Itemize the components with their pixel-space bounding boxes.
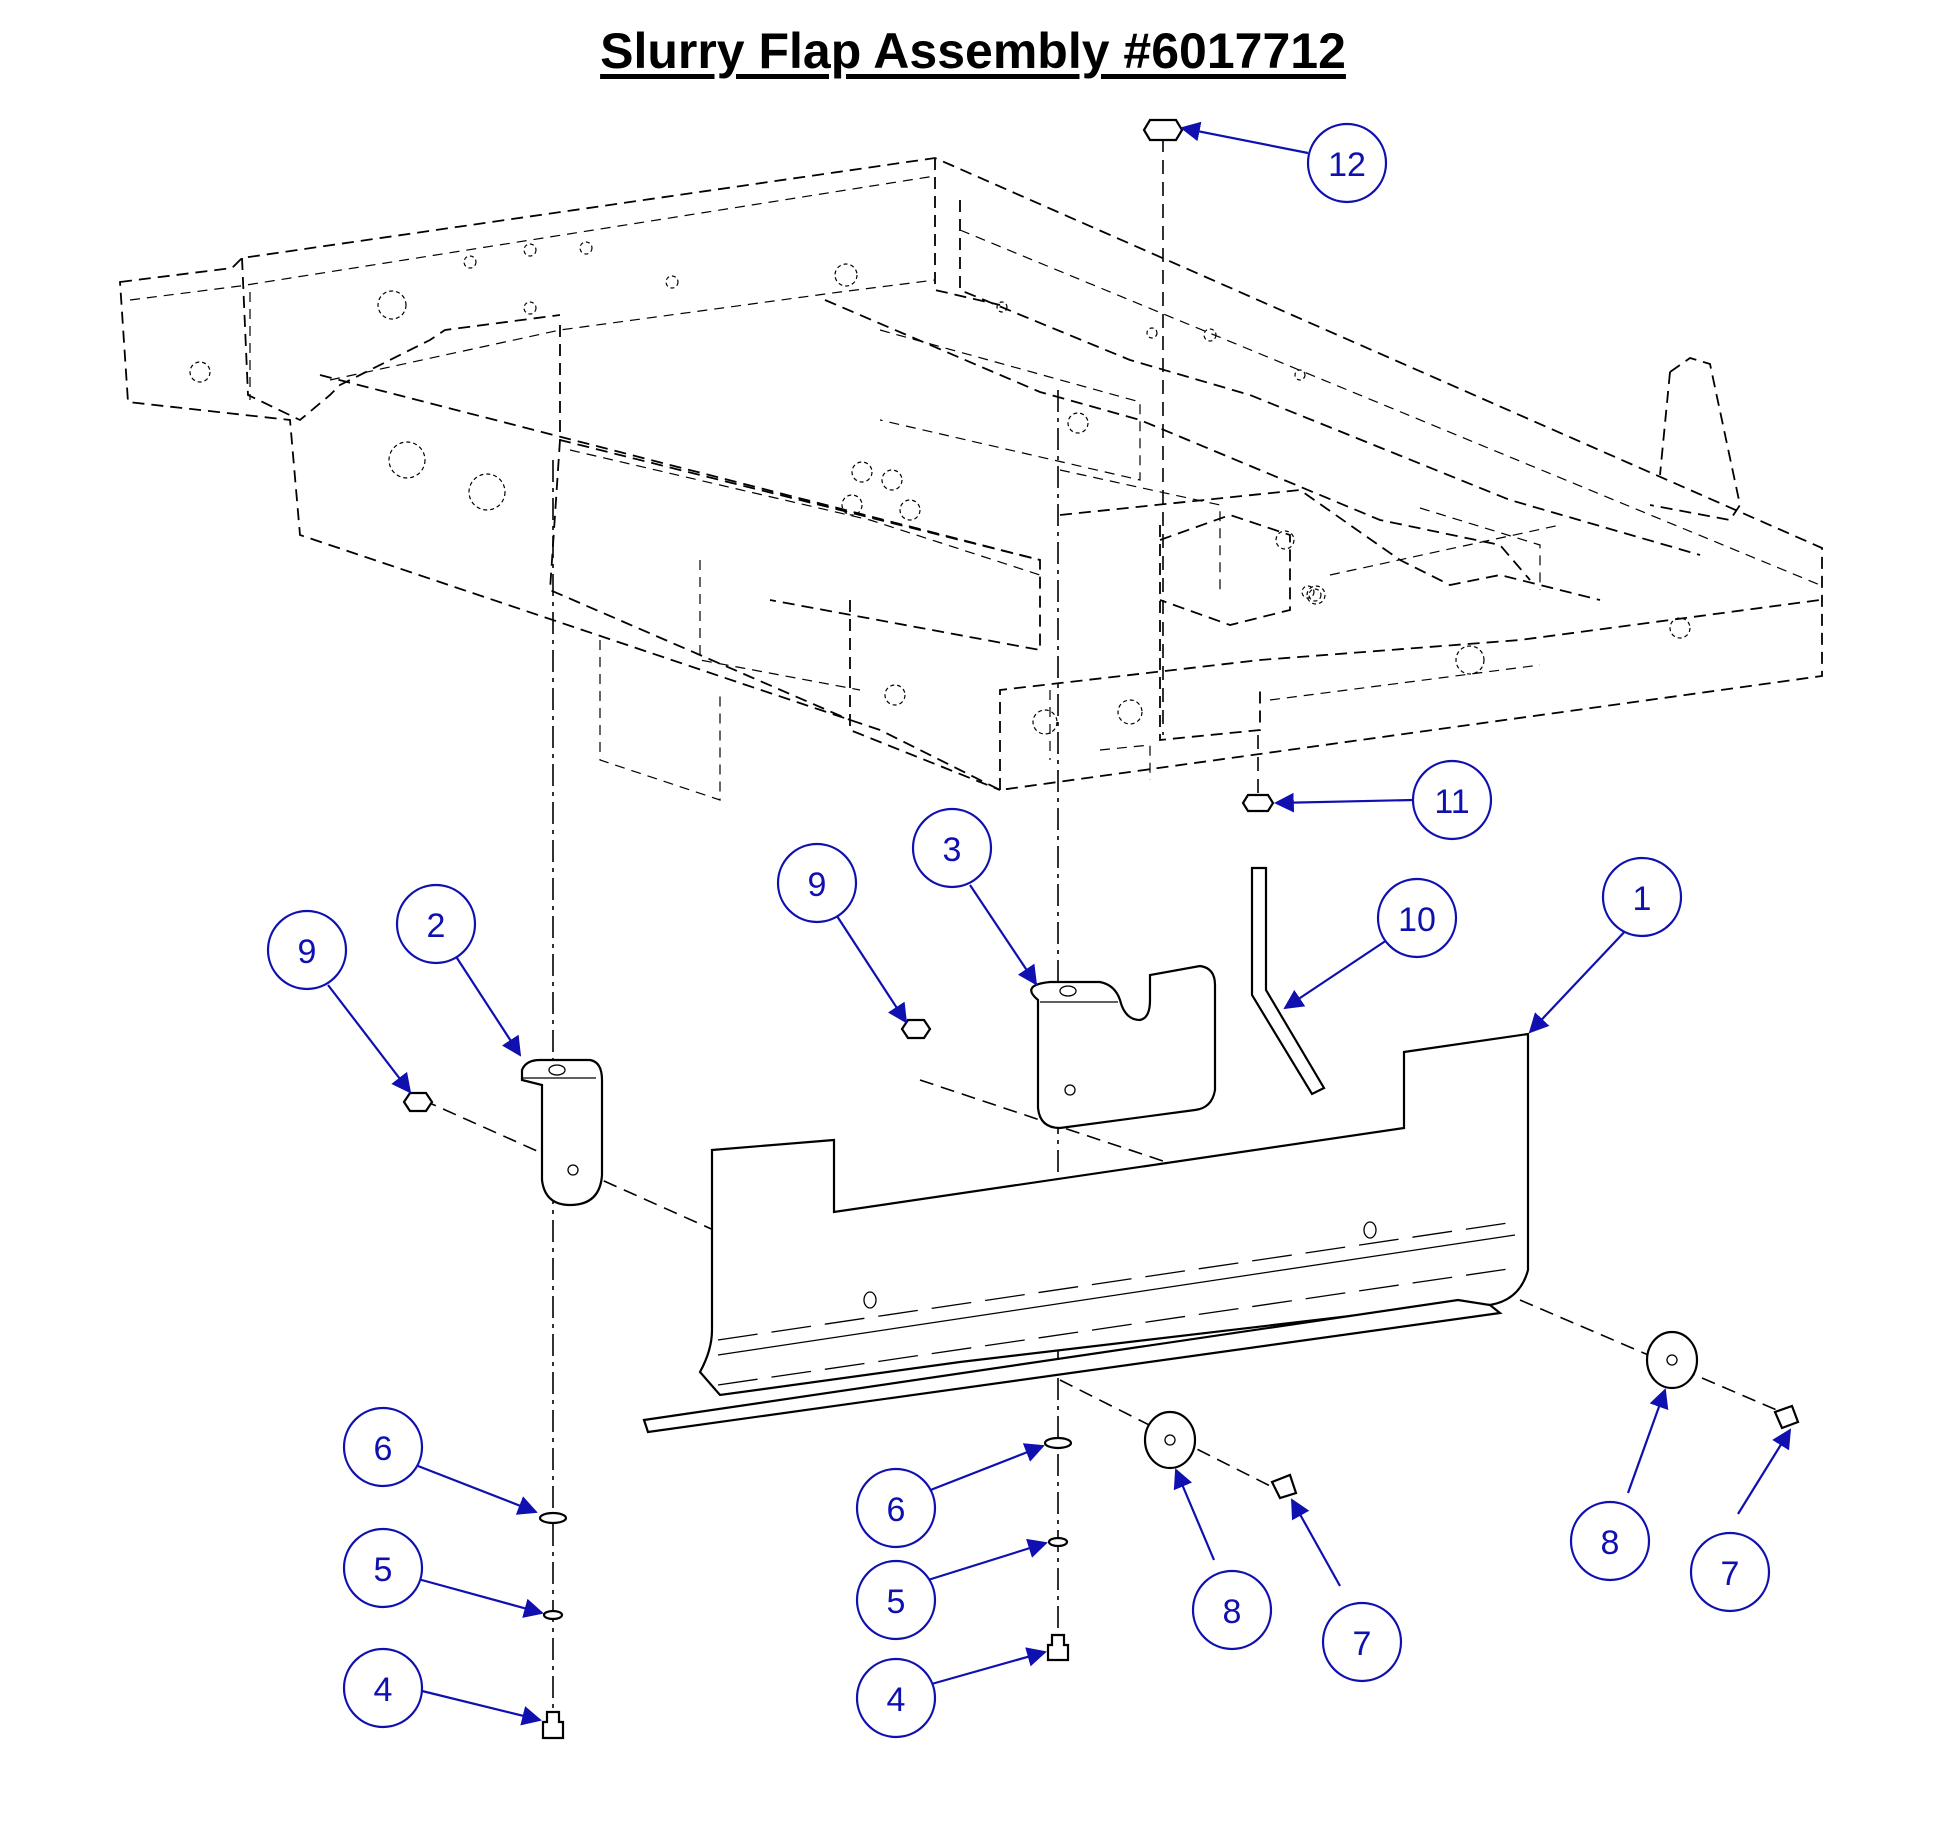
hex-nut-top-icon: [1142, 118, 1184, 142]
svg-text:1: 1: [1633, 880, 1652, 918]
svg-text:9: 9: [808, 866, 827, 904]
callout-4-right: 4: [855, 1657, 937, 1739]
svg-text:2: 2: [427, 907, 446, 945]
svg-text:4: 4: [887, 1681, 906, 1719]
support-rod-icon: [1250, 866, 1326, 1096]
callout-6-right: 6: [855, 1467, 937, 1549]
callout-9-left: 9: [266, 909, 348, 991]
lock-nut-left-icon: [402, 1091, 434, 1113]
leader-lines: [327, 121, 1792, 1726]
svg-text:5: 5: [887, 1583, 906, 1621]
callout-12: 12: [1306, 122, 1388, 204]
lock-washer-left-icon: [542, 1609, 564, 1621]
left-bracket-icon: [520, 1058, 604, 1207]
carriage-bolt-center-icon: [1270, 1473, 1298, 1500]
svg-text:8: 8: [1601, 1524, 1620, 1562]
callout-7-center: 7: [1321, 1601, 1403, 1683]
flat-washer-right-icon: [1043, 1436, 1073, 1450]
svg-text:11: 11: [1434, 783, 1469, 821]
svg-text:7: 7: [1721, 1555, 1740, 1593]
callout-5-left: 5: [342, 1527, 424, 1609]
svg-text:10: 10: [1398, 901, 1436, 939]
bolt-right-icon: [1046, 1633, 1070, 1662]
callout-10: 10: [1376, 877, 1458, 959]
svg-text:7: 7: [1353, 1625, 1372, 1663]
assembly-axes: [422, 138, 1801, 1740]
bolt-left-icon: [541, 1710, 565, 1740]
svg-text:3: 3: [943, 831, 962, 869]
lock-nut-right-icon: [900, 1018, 932, 1040]
fender-washer-right-icon: [1645, 1330, 1699, 1390]
svg-text:8: 8: [1223, 1593, 1242, 1631]
svg-text:6: 6: [374, 1430, 393, 1468]
svg-text:5: 5: [374, 1551, 393, 1589]
svg-text:6: 6: [887, 1491, 906, 1529]
svg-text:12: 12: [1328, 146, 1366, 184]
callout-9-right: 9: [776, 842, 858, 924]
right-bracket-icon: [1030, 964, 1217, 1130]
lock-washer-right-icon: [1047, 1536, 1069, 1548]
deck-frame: [119, 157, 1823, 801]
callout-6-left: 6: [342, 1406, 424, 1488]
svg-text:9: 9: [298, 933, 317, 971]
callout-7-right: 7: [1689, 1531, 1771, 1613]
callout-1: 1: [1601, 856, 1683, 938]
callout-5-right: 5: [855, 1559, 937, 1641]
callout-4-left: 4: [342, 1647, 424, 1729]
callout-3: 3: [911, 807, 993, 889]
hex-nut-rod-icon: [1241, 793, 1275, 813]
fender-washer-center-icon: [1143, 1410, 1197, 1470]
svg-text:4: 4: [374, 1671, 393, 1709]
callout-8-right: 8: [1569, 1500, 1651, 1582]
slurry-flap-icon: [642, 1032, 1530, 1434]
callout-2: 2: [395, 883, 477, 965]
callout-11: 11: [1411, 759, 1493, 841]
diagram-title: Slurry Flap Assembly #6017712: [600, 23, 1346, 79]
callout-8-center: 8: [1191, 1569, 1273, 1651]
carriage-bolt-right-icon: [1773, 1404, 1800, 1430]
flat-washer-left-icon: [538, 1511, 568, 1525]
